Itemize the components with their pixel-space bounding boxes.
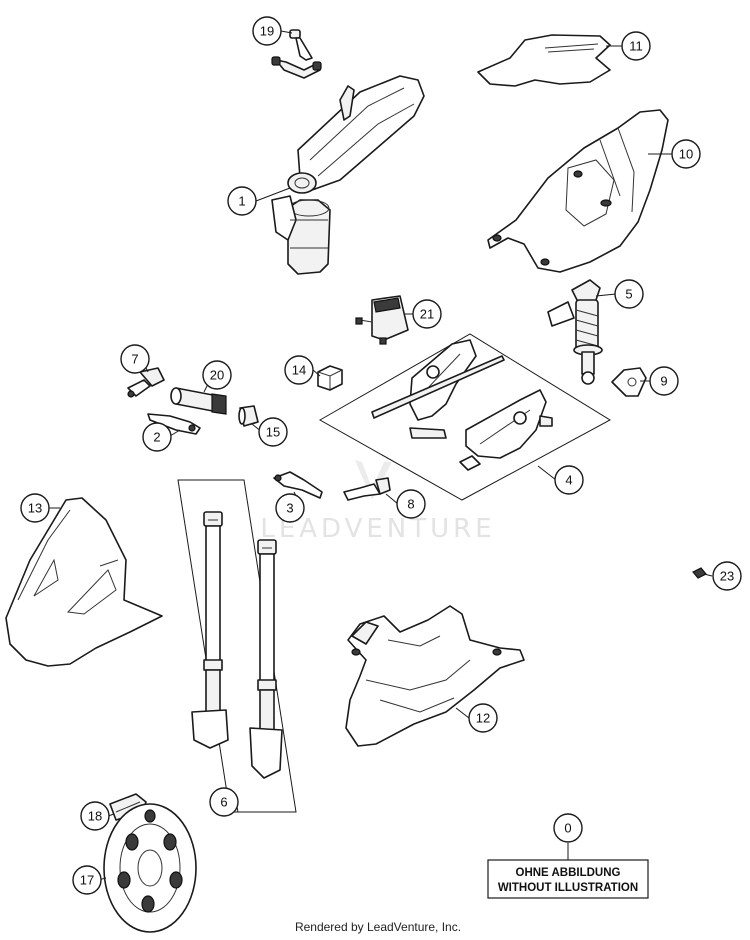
callout-14[interactable]: 14 <box>284 355 314 385</box>
part-2-lever[interactable] <box>147 413 201 435</box>
part-23-clip[interactable] <box>692 567 707 579</box>
callout-1[interactable]: 1 <box>227 186 257 216</box>
callout-20-label: 20 <box>210 368 224 383</box>
callout-6-label: 6 <box>220 795 227 810</box>
callout-4[interactable]: 4 <box>554 465 584 495</box>
part-11-seat-cover[interactable] <box>477 34 611 87</box>
callout-1-label: 1 <box>238 194 245 209</box>
part-12-belly-pan[interactable] <box>345 605 525 747</box>
callout-23-label: 23 <box>720 569 734 584</box>
callout-0[interactable]: 0 <box>553 813 583 843</box>
part-9-bracket[interactable] <box>611 367 647 397</box>
callout-4-label: 4 <box>565 473 572 488</box>
part-1-exhaust[interactable] <box>271 75 425 275</box>
callout-19-label: 19 <box>260 24 274 39</box>
part-17-brake-disc[interactable] <box>103 803 197 933</box>
callout-19[interactable]: 19 <box>252 16 282 46</box>
part-15-bar-end[interactable] <box>238 405 259 427</box>
part-4-footrest-assembly[interactable] <box>318 333 612 501</box>
callout-13-label: 13 <box>28 501 42 516</box>
callout-11-label: 11 <box>629 39 643 54</box>
callout-23[interactable]: 23 <box>712 561 742 591</box>
part-8-lever-switch[interactable] <box>343 477 391 501</box>
callout-7-label: 7 <box>131 352 138 367</box>
callout-20[interactable]: 20 <box>202 360 232 390</box>
callout-15[interactable]: 15 <box>258 417 288 447</box>
part-10-seat[interactable] <box>487 109 669 273</box>
callout-9-label: 9 <box>660 374 667 389</box>
note-line-2: WITHOUT ILLUSTRATION <box>498 882 638 894</box>
callout-10-label: 10 <box>679 147 693 162</box>
callout-0-label: 0 <box>564 821 571 836</box>
part-19-bracket[interactable] <box>271 29 322 79</box>
callout-9[interactable]: 9 <box>649 366 679 396</box>
callout-17-label: 17 <box>80 873 94 888</box>
part-6-front-fork[interactable] <box>177 479 297 813</box>
callout-17[interactable]: 17 <box>72 865 102 895</box>
callout-3[interactable]: 3 <box>275 493 305 523</box>
callout-8-label: 8 <box>407 497 414 512</box>
note-line-1: OHNE ABBILDUNG <box>516 867 621 879</box>
callout-10[interactable]: 10 <box>671 139 701 169</box>
part-13-fairing[interactable] <box>5 497 163 667</box>
part-7-switch[interactable] <box>127 367 165 398</box>
part-14-cube[interactable] <box>317 365 343 391</box>
callout-2[interactable]: 2 <box>142 422 172 452</box>
callout-2-label: 2 <box>153 430 160 445</box>
callout-21-label: 21 <box>420 307 434 322</box>
callout-5[interactable]: 5 <box>614 279 644 309</box>
callout-18[interactable]: 18 <box>80 801 110 831</box>
callout-11[interactable]: 11 <box>621 31 651 61</box>
callout-21[interactable]: 21 <box>412 299 442 329</box>
callout-18-label: 18 <box>88 809 102 824</box>
footer-credit: Rendered by LeadVenture, Inc. <box>295 920 461 934</box>
part-3-lever[interactable] <box>273 471 323 499</box>
callout-5-label: 5 <box>625 287 632 302</box>
part-21-control-unit[interactable] <box>355 295 409 345</box>
callout-7[interactable]: 7 <box>120 344 150 374</box>
callout-3-label: 3 <box>286 501 293 516</box>
callout-8[interactable]: 8 <box>396 489 426 519</box>
callout-15-label: 15 <box>266 425 280 440</box>
callout-12[interactable]: 12 <box>468 703 498 733</box>
callout-14-label: 14 <box>292 363 306 378</box>
part-5-shock-absorber[interactable] <box>547 279 603 385</box>
callout-6[interactable]: 6 <box>209 787 239 817</box>
callout-12-label: 12 <box>476 711 490 726</box>
callout-13[interactable]: 13 <box>20 493 50 523</box>
no-illustration-note: OHNE ABBILDUNG WITHOUT ILLUSTRATION <box>487 859 649 899</box>
part-20-grip[interactable] <box>170 387 227 415</box>
